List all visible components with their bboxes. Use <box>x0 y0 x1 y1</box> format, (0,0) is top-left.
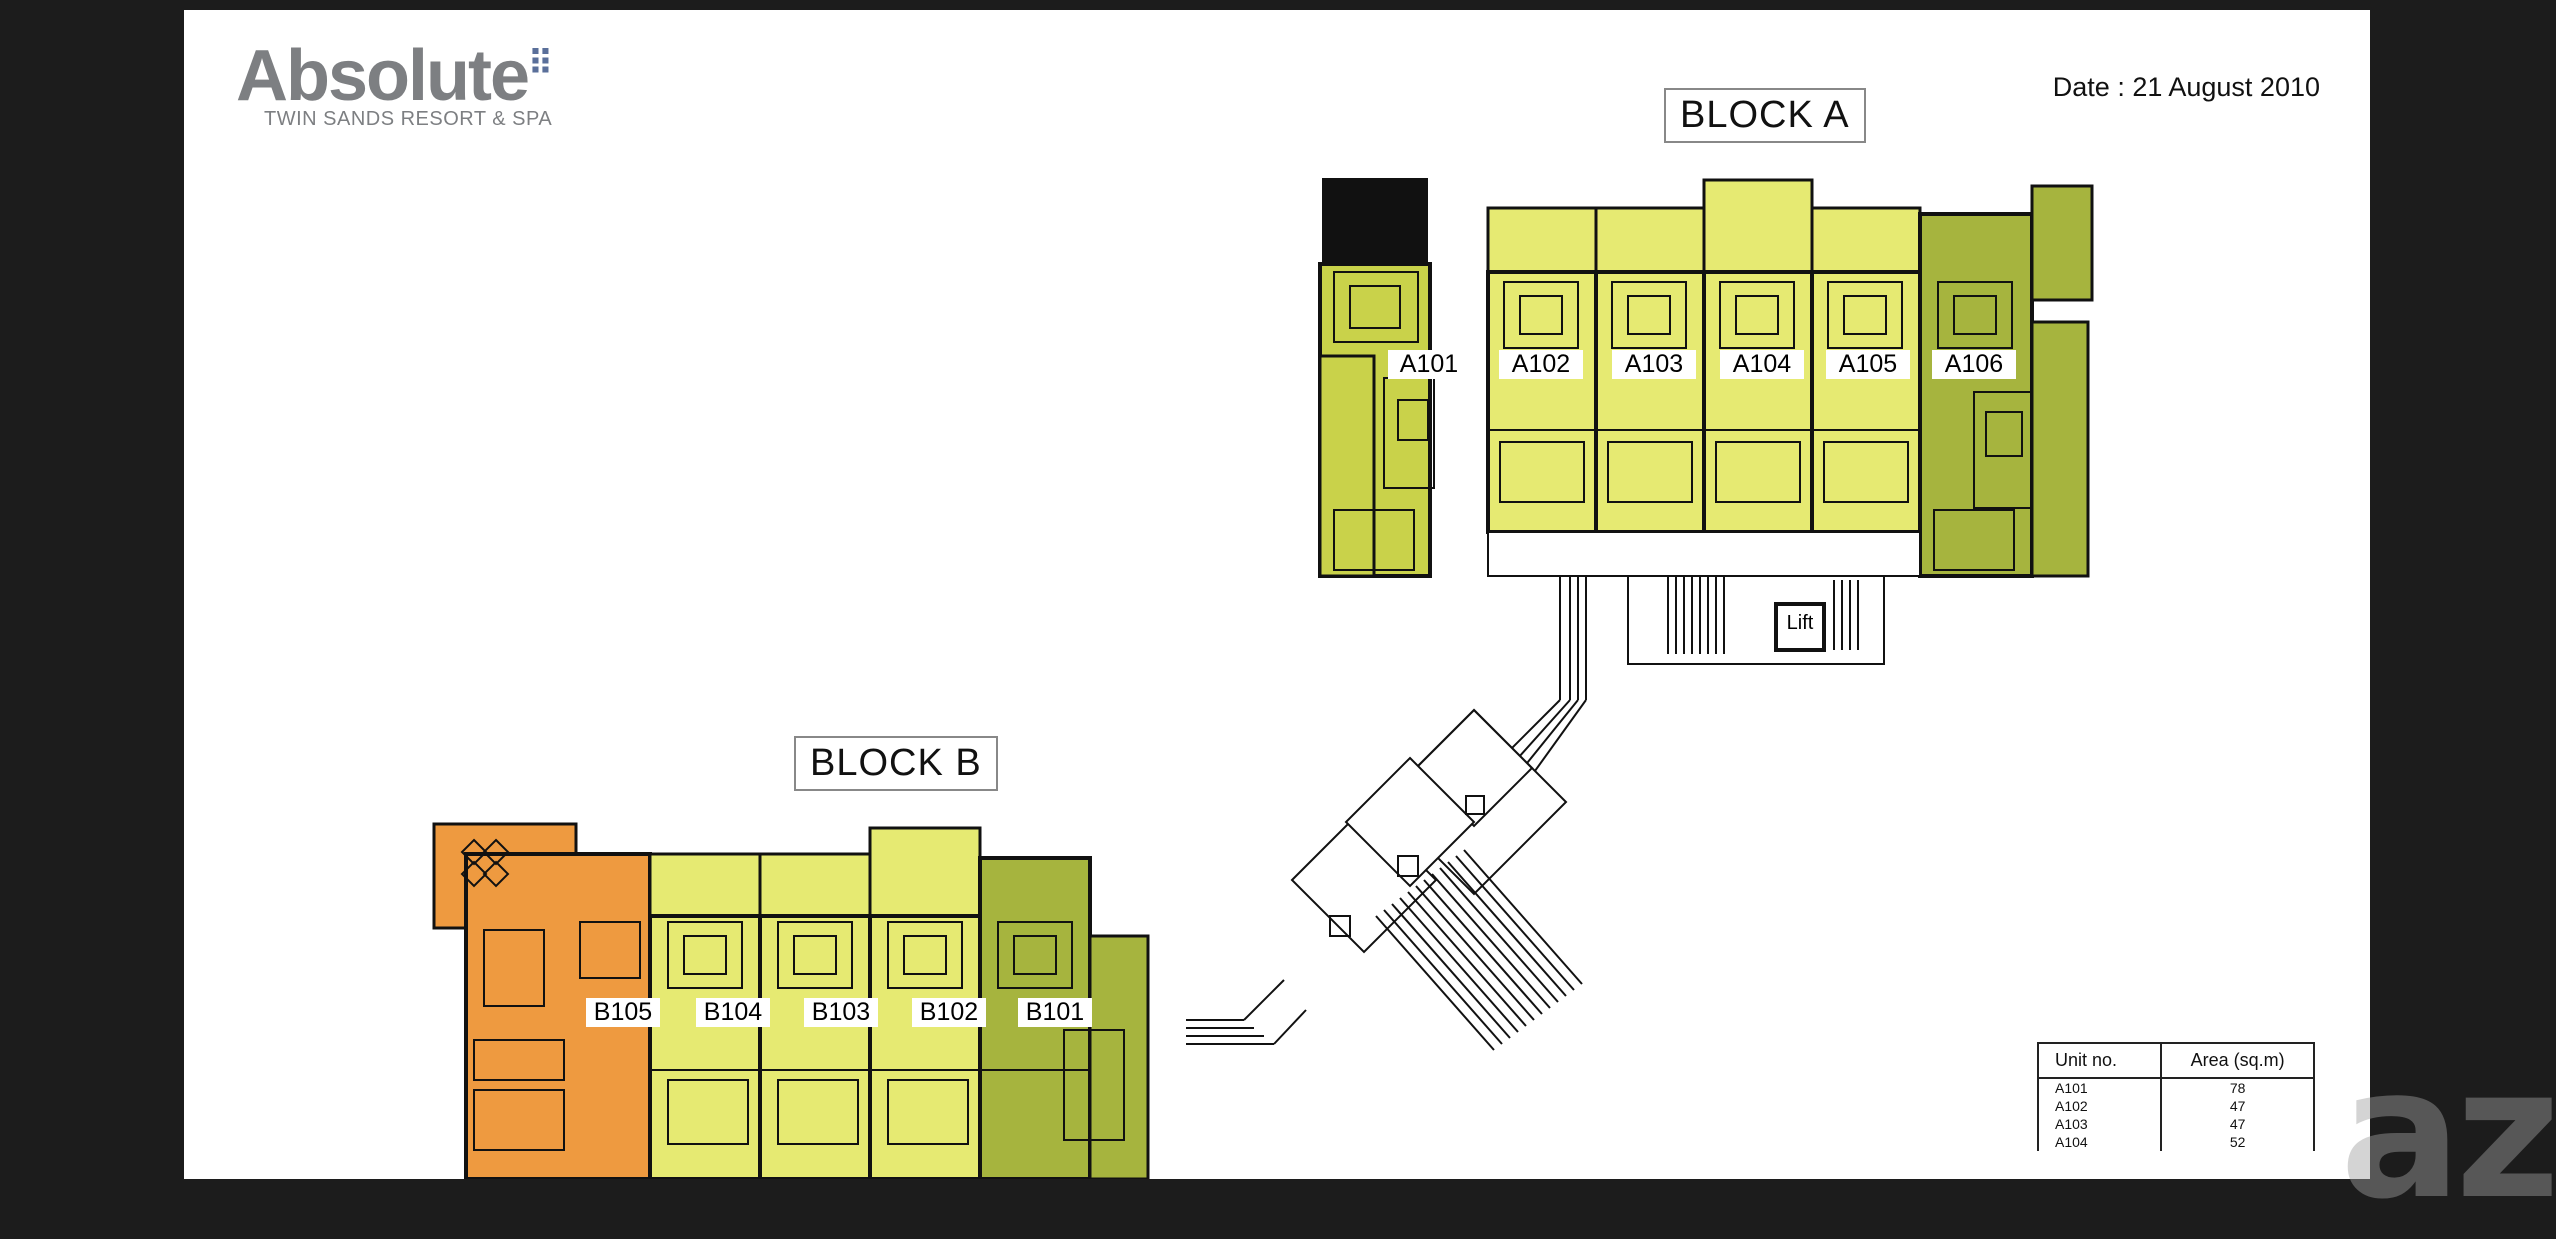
unit-label-b105: B105 <box>586 998 660 1027</box>
balcony-tables-icon <box>460 838 510 888</box>
unit-b103-balcony <box>758 852 872 918</box>
block-a-dark-corner <box>1322 178 1428 274</box>
unit-label-b102: B102 <box>912 998 986 1027</box>
logo-text: Absolute <box>236 36 530 116</box>
block-b-title: BLOCK B <box>794 736 998 791</box>
unit-no-cell: A104 <box>2038 1133 2163 1151</box>
unit-area-table: Unit no. Area (sq.m) A101 78 A102 47 A103 4… <box>2037 1042 2315 1151</box>
block-a-plan <box>1318 178 2094 665</box>
unit-label-a103: A103 <box>1612 350 1696 379</box>
unit-b102-balcony <box>868 826 982 918</box>
block-a-room-lines <box>1333 271 2033 571</box>
unit-b104-balcony <box>648 852 762 918</box>
absolute-logo: Absolute⠿ <box>236 40 553 112</box>
watermark-logo: az <box>2340 1030 2556 1239</box>
area-cell: 47 <box>2229 1116 2246 1132</box>
unit-label-b103: B103 <box>804 998 878 1027</box>
unit-b104-area <box>648 914 762 1179</box>
unit-no-header: Unit no. <box>2038 1043 2163 1079</box>
block-a-stair-core <box>1627 575 1885 665</box>
table-row: A104 52 <box>2038 1133 2314 1151</box>
unit-b101-right-wing <box>1088 934 1150 1179</box>
unit-table-header-row: Unit no. Area (sq.m) <box>2038 1043 2314 1079</box>
table-row: A101 78 <box>2038 1078 2314 1097</box>
block-b-plan <box>432 822 1150 1179</box>
unit-label-a105: A105 <box>1826 350 1910 379</box>
unit-a106-right-wing <box>2030 320 2090 578</box>
area-cell: 78 <box>2229 1080 2246 1096</box>
block-a-corridor <box>1487 531 1921 577</box>
area-header: Area (sq.m) <box>2161 1043 2314 1079</box>
unit-b102-area <box>868 914 982 1179</box>
unit-no-cell: A103 <box>2038 1115 2163 1133</box>
unit-a104-balcony <box>1702 178 1814 274</box>
logo-subtitle: TWIN SANDS RESORT & SPA <box>264 108 553 130</box>
unit-label-a102: A102 <box>1499 350 1583 379</box>
unit-label-b101: B101 <box>1018 998 1092 1027</box>
floor-plan-drawing <box>432 178 2094 1179</box>
bridge-ramp <box>1375 849 1583 1051</box>
lift-label: Lift <box>1778 612 1822 635</box>
block-b-room-lines <box>473 921 1125 1151</box>
floor-plan-sheet: Absolute⠿ TWIN SANDS RESORT & SPA Date :… <box>184 10 2370 1179</box>
unit-a106-balcony <box>2030 184 2094 302</box>
block-a-title: BLOCK A <box>1664 88 1866 143</box>
unit-a103-balcony <box>1594 206 1706 274</box>
area-cell: 52 <box>2229 1134 2246 1150</box>
area-cell: 47 <box>2229 1098 2246 1114</box>
unit-no-cell: A101 <box>2038 1078 2163 1097</box>
bridge-pavilion <box>1290 708 1568 954</box>
unit-a106-area <box>1918 212 2034 578</box>
logo-dots-icon: ⠿ <box>528 45 553 83</box>
unit-a102-balcony <box>1486 206 1598 274</box>
unit-label-a101: A101 <box>1388 350 1470 379</box>
table-row: A102 47 <box>2038 1097 2314 1115</box>
unit-label-a106: A106 <box>1932 350 2016 379</box>
unit-label-a104: A104 <box>1720 350 1804 379</box>
plan-date: Date : 21 August 2010 <box>2052 72 2320 102</box>
unit-a105-balcony <box>1810 206 1922 274</box>
unit-b103-area <box>758 914 872 1179</box>
unit-label-b104: B104 <box>696 998 770 1027</box>
unit-a101-left-wing <box>1318 354 1376 578</box>
unit-no-cell: A102 <box>2038 1097 2163 1115</box>
table-row: A103 47 <box>2038 1115 2314 1133</box>
stair-a-treads <box>1667 576 1859 654</box>
